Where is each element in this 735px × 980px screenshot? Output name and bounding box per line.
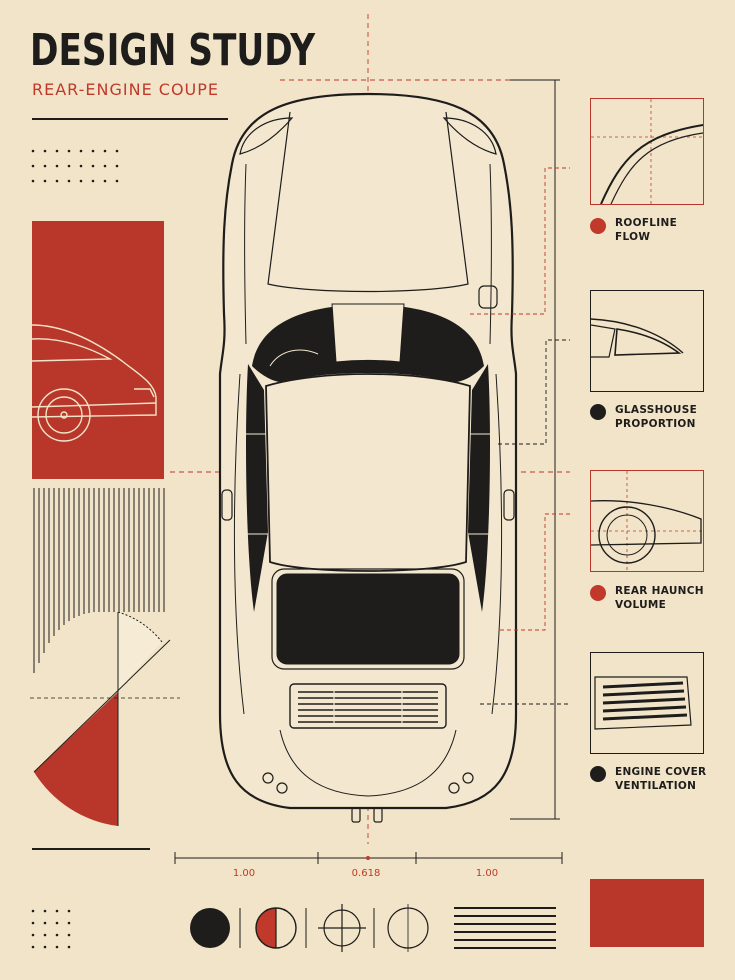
- vertical-line-pattern: [33, 488, 165, 673]
- legend-line: GLASSHOUSE: [615, 404, 698, 416]
- legend-line: VENTILATION: [615, 780, 697, 792]
- legend-line: FLOW: [615, 231, 651, 243]
- red-color-block: [590, 879, 704, 947]
- horizontal-lines-icon: [454, 907, 556, 949]
- legend-dot-red: [590, 218, 606, 234]
- legend-dot-black: [590, 766, 606, 782]
- side-profile-panel: [32, 221, 164, 479]
- dimension-label-left: 1.00: [232, 868, 256, 879]
- symbol-row: [190, 904, 556, 952]
- dimension-label-right: 1.00: [475, 868, 499, 879]
- legend-line: ENGINE COVER: [615, 766, 707, 778]
- solid-circle-icon: [190, 908, 230, 948]
- outline-circle-icon: [387, 904, 429, 952]
- proportion-dimension-line: [174, 852, 563, 864]
- dimension-label-center: 0.618: [351, 868, 381, 879]
- legend-roofline-flow: ROOFLINE FLOW: [615, 216, 725, 244]
- legend-engine-cover-ventilation: ENGINE COVER VENTILATION: [615, 765, 725, 793]
- engine-cover-detail-icon: [590, 652, 704, 754]
- roofline-detail-icon: [590, 98, 704, 205]
- header-rule: [32, 118, 228, 120]
- legend-line: REAR HAUNCH: [615, 585, 704, 597]
- legend-line: PROPORTION: [615, 418, 696, 430]
- page-title: DESIGN STUDY: [30, 25, 316, 76]
- crosshair-icon: [318, 904, 366, 952]
- legend-dot-black: [590, 404, 606, 420]
- footer-rule: [32, 848, 150, 850]
- rear-haunch-detail-icon: [590, 470, 704, 572]
- legend-line: ROOFLINE: [615, 217, 678, 229]
- legend-line: VOLUME: [615, 599, 667, 611]
- car-top-view-blueprint: [170, 14, 570, 844]
- glasshouse-detail-icon: [590, 290, 704, 392]
- legend-rear-haunch-volume: REAR HAUNCH VOLUME: [615, 584, 725, 612]
- half-circle-icon: [255, 907, 297, 949]
- dot-grid-bottom: [31, 909, 71, 949]
- geometric-construct: [30, 612, 180, 826]
- page-subtitle: REAR-ENGINE COUPE: [32, 80, 220, 99]
- legend-glasshouse-proportion: GLASSHOUSE PROPORTION: [615, 403, 725, 431]
- legend-dot-red: [590, 585, 606, 601]
- dot-grid-top: [31, 149, 119, 183]
